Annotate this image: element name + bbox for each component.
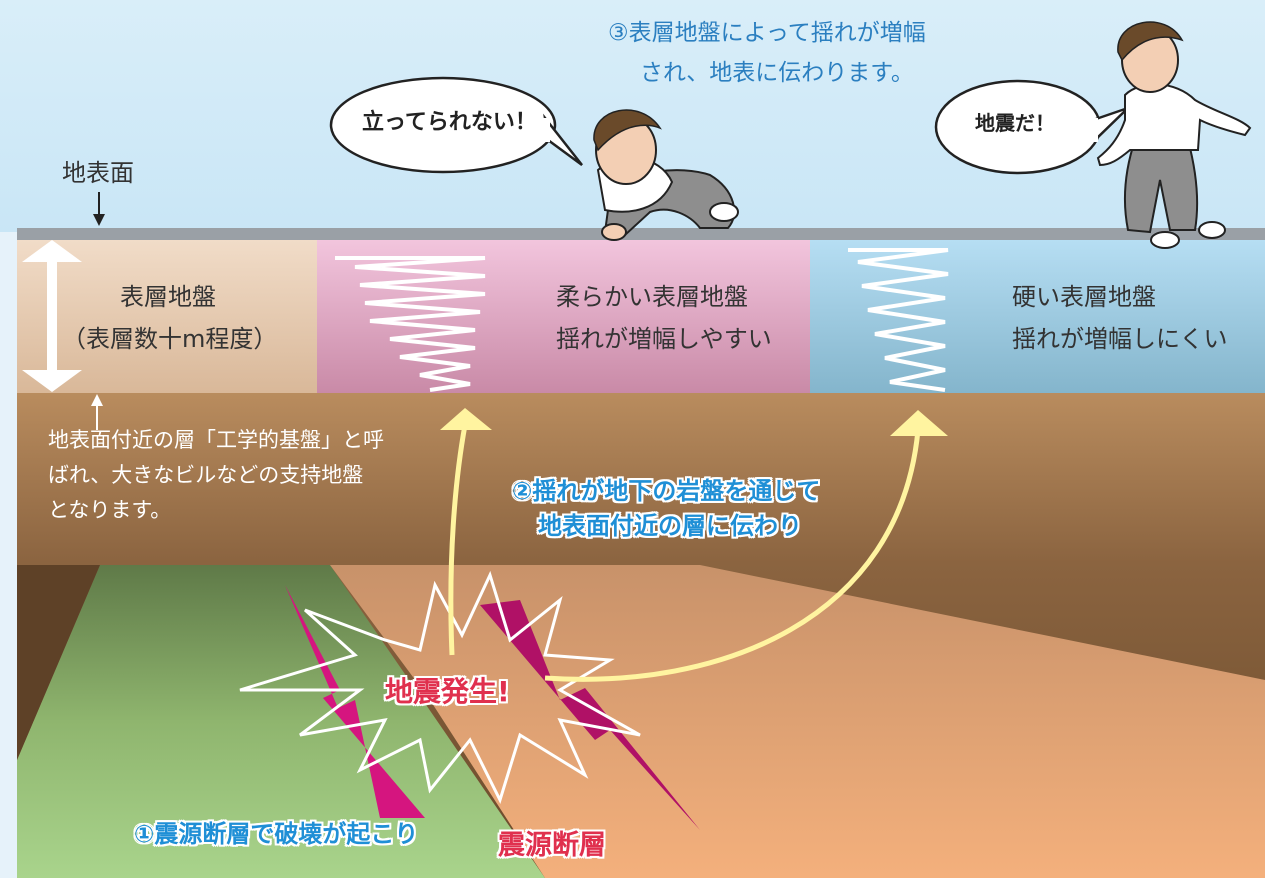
speech-bubble-icon [329, 76, 583, 174]
wave-arrow-right [544, 429, 921, 682]
small-up-arrow-head [91, 394, 103, 406]
fault-plane-left [17, 565, 545, 878]
bedrock-note-line3: となります。 [48, 498, 172, 522]
step1-label: ①震源断層で破壊が起こり [134, 820, 419, 848]
wave-arrow-left [448, 424, 468, 656]
fault-label: 震源断層 [498, 830, 606, 861]
soft-layer-desc: 揺れが増幅しやすい [556, 325, 772, 353]
surface-layer-title: 表層地盤 [120, 283, 216, 311]
earthquake-label: 地震発生! [385, 675, 510, 708]
double-arrow-head-top [22, 240, 82, 262]
surface-layer-block [17, 240, 317, 393]
step2-line1: ②揺れが地下の岩盤を通じて [512, 477, 821, 505]
step3-line1: ③表層地盤によって揺れが増幅 [608, 20, 926, 46]
bubble-right-text: 地震だ！ [975, 111, 1055, 135]
person-icon [1096, 21, 1252, 249]
bedrock-note-line1: 地表面付近の層「工学的基盤」と呼 [48, 428, 384, 452]
down-arrow-head [93, 214, 105, 226]
step2-line2: 地表面付近の層に伝わり [538, 512, 802, 540]
fault-arrow-icon [285, 585, 425, 818]
speech-bubble-icon [934, 79, 1129, 175]
fault-plane-dark-edge [17, 565, 100, 760]
fault-arrow-icon [480, 600, 700, 830]
step3-line2: され、地表に伝わります。 [640, 60, 914, 86]
seismic-wave-icon [848, 248, 949, 392]
hard-layer-title: 硬い表層地盤 [1012, 283, 1156, 311]
seismic-wave-icon [335, 256, 486, 392]
person-icon [593, 109, 739, 241]
up-arrow-icon [890, 410, 948, 436]
bedrock-note-line2: ばれ、大きなビルなどの支持地盤 [48, 463, 364, 487]
ground-surface-label: 地表面 [62, 159, 134, 187]
surface-layer-depth: （表層数十m程度） [62, 325, 278, 353]
burst-icon [239, 570, 641, 805]
ground-surface-line [17, 228, 1265, 240]
double-arrow-head-bottom [22, 370, 82, 392]
soft-layer-title: 柔らかい表層地盤 [556, 283, 748, 311]
hard-layer-desc: 揺れが増幅しにくい [1012, 325, 1228, 353]
bubble-left-text: 立ってられない！ [362, 110, 537, 135]
fault-plane-right [330, 565, 1265, 878]
up-arrow-icon [440, 408, 492, 430]
